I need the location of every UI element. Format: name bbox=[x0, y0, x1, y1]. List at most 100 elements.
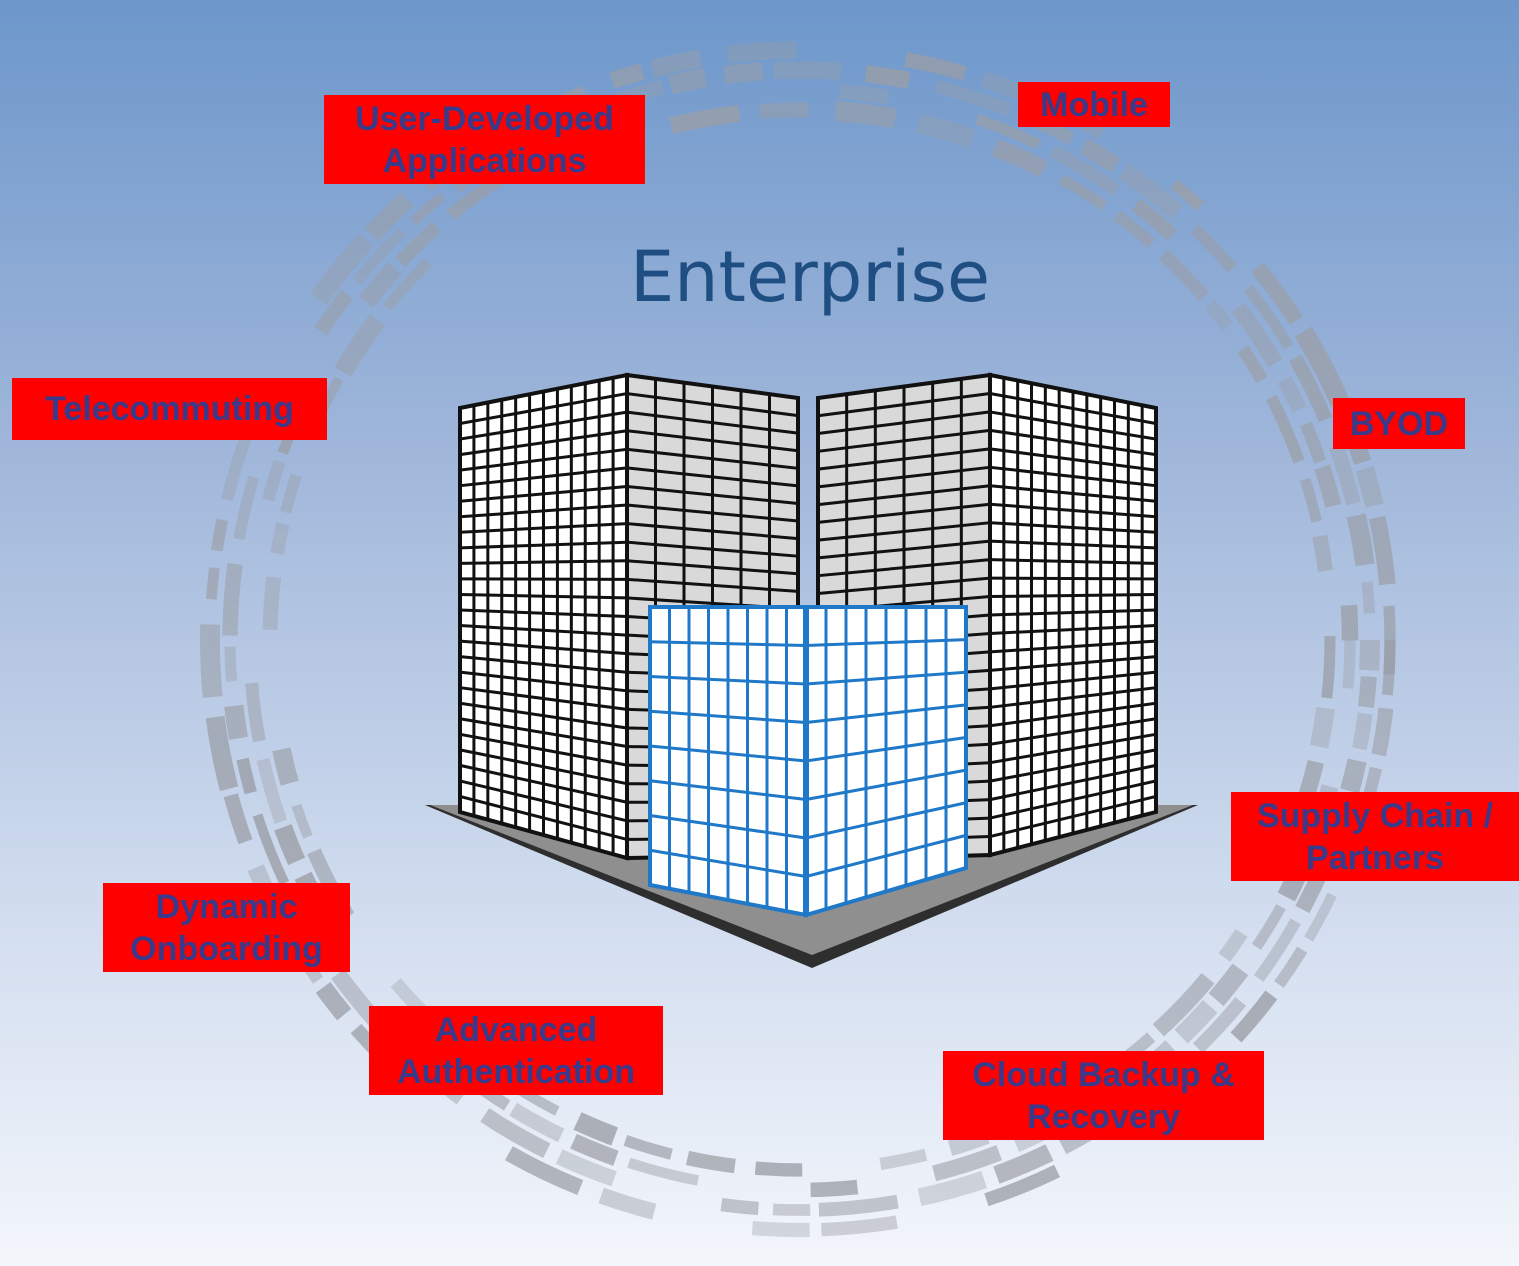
window-floor-line bbox=[459, 484, 628, 503]
window-floor-line bbox=[805, 670, 967, 686]
window-floor-line bbox=[649, 779, 807, 801]
window-floor-line bbox=[989, 763, 1157, 802]
window-floor-line bbox=[817, 391, 991, 418]
window-floor-line bbox=[989, 592, 1157, 599]
ring-segment bbox=[262, 459, 286, 502]
ring-segment bbox=[1321, 636, 1336, 699]
window-floor-line bbox=[989, 779, 1157, 820]
window-floor-line bbox=[626, 522, 799, 541]
ring-segment bbox=[984, 1164, 1061, 1207]
ring-segment bbox=[1079, 138, 1121, 173]
ring-segment bbox=[669, 105, 741, 135]
window-floor-line bbox=[989, 732, 1157, 765]
page-title: Enterprise bbox=[629, 236, 991, 318]
ring-segment bbox=[1304, 892, 1337, 942]
tag-user-developed-applications: User-Developed Applications bbox=[324, 95, 645, 184]
window-floor-line bbox=[459, 429, 628, 457]
ring-segment bbox=[1342, 639, 1356, 689]
window-floor-line bbox=[989, 639, 1157, 654]
ring-segment bbox=[555, 1149, 617, 1187]
ring-segment bbox=[598, 1187, 657, 1220]
window-floor-line bbox=[805, 703, 967, 724]
ring-segment bbox=[1340, 604, 1359, 641]
ring-segment bbox=[206, 567, 220, 600]
ring-segment bbox=[726, 41, 797, 64]
ring-segment bbox=[205, 715, 239, 792]
window-floor-line bbox=[989, 521, 1157, 534]
ring-segment bbox=[262, 576, 282, 630]
window-floor-line bbox=[626, 559, 799, 576]
ring-segment bbox=[223, 793, 253, 845]
ring-segment bbox=[1314, 464, 1342, 508]
window-floor-line bbox=[817, 521, 991, 542]
ring-segment bbox=[1204, 299, 1234, 331]
window-floor-line bbox=[459, 717, 628, 749]
ring-segment bbox=[1253, 918, 1301, 982]
window-floor-line bbox=[989, 465, 1157, 488]
window-floor-line bbox=[649, 848, 807, 878]
tag-line: Cloud Backup & bbox=[972, 1055, 1235, 1094]
window-floor-line bbox=[989, 717, 1157, 746]
window-floor-line bbox=[817, 465, 991, 489]
window-floor-line bbox=[626, 447, 799, 470]
ring-segment bbox=[334, 314, 386, 377]
window-floor-line bbox=[805, 833, 967, 878]
tag-line: Supply Chain / bbox=[1256, 796, 1494, 835]
window-floor-line bbox=[459, 559, 628, 565]
window-floor-line bbox=[989, 795, 1157, 838]
ring-segment bbox=[623, 1135, 673, 1160]
ring-segment bbox=[609, 63, 645, 89]
window-floor-line bbox=[459, 608, 628, 618]
ring-segment bbox=[233, 475, 260, 541]
window-floor-line bbox=[817, 539, 991, 560]
ring-segment bbox=[1193, 997, 1247, 1054]
ring-segment bbox=[1170, 179, 1205, 211]
window-floor-line bbox=[626, 429, 799, 453]
tag-cloud-backup-recovery: Cloud Backup & Recovery bbox=[943, 1051, 1264, 1140]
window-floor-line bbox=[649, 709, 807, 724]
ring-segment bbox=[1231, 302, 1283, 368]
window-floor-line bbox=[459, 503, 628, 519]
ring-segment bbox=[395, 221, 442, 267]
window-floor-line bbox=[989, 624, 1157, 635]
ring-segment bbox=[364, 192, 414, 241]
window-floor-line bbox=[805, 736, 967, 763]
ring-segment bbox=[274, 824, 306, 866]
tag-line: Authentication bbox=[397, 1052, 635, 1091]
ring-segment bbox=[758, 102, 809, 119]
ring-segment bbox=[1289, 354, 1333, 423]
window-floor-line bbox=[649, 814, 807, 840]
ring-segment bbox=[310, 233, 374, 305]
front-tower bbox=[648, 605, 968, 918]
window-floor-line bbox=[459, 686, 628, 711]
window-floor-line bbox=[626, 577, 799, 593]
ring-segment bbox=[314, 289, 354, 336]
window-floor-line bbox=[459, 748, 628, 786]
ring-segment bbox=[1346, 513, 1375, 567]
ring-segment bbox=[627, 1157, 699, 1186]
ring-segment bbox=[210, 518, 229, 552]
tag-line: Dynamic bbox=[155, 887, 298, 926]
ring-segment bbox=[1243, 284, 1294, 350]
window-floor-line bbox=[459, 410, 628, 441]
window-floor-line bbox=[989, 502, 1157, 519]
tag-line: Telecommuting bbox=[45, 390, 294, 428]
ring-segment bbox=[1251, 262, 1303, 326]
ring-segment bbox=[838, 83, 891, 105]
ring-segment bbox=[810, 1179, 859, 1198]
tag-line: Advanced bbox=[434, 1010, 598, 1049]
window-floor-line bbox=[459, 795, 628, 841]
window-floor-line bbox=[626, 540, 799, 558]
ring-segment bbox=[1361, 581, 1376, 614]
ring-segment bbox=[1131, 199, 1178, 241]
window-floor-line bbox=[817, 558, 991, 578]
window-floor-line bbox=[989, 391, 1157, 426]
ring-segment bbox=[818, 1194, 899, 1217]
window-floor-line bbox=[989, 655, 1157, 672]
ring-segment bbox=[409, 192, 446, 226]
tag-line: Applications bbox=[382, 141, 587, 180]
ring-segment bbox=[224, 704, 248, 740]
ring-segment bbox=[279, 473, 302, 514]
ring-segment bbox=[751, 1221, 810, 1238]
ring-segment bbox=[1118, 163, 1184, 220]
